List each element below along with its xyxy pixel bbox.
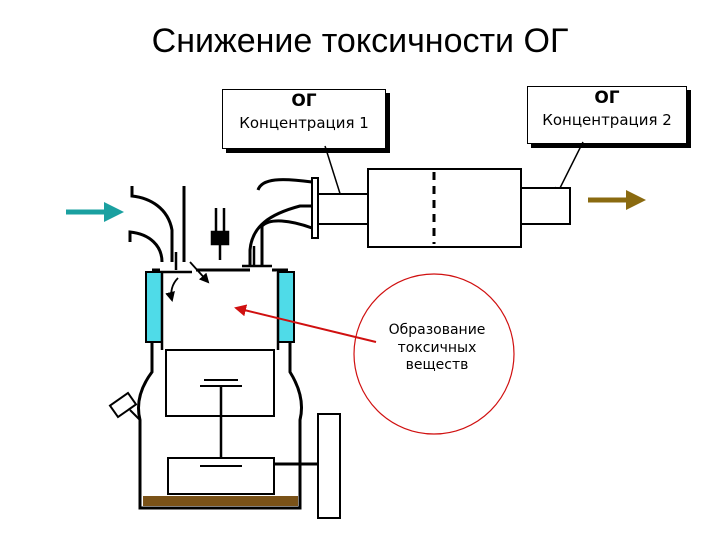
intake-port <box>128 186 186 263</box>
exhaust-arrow <box>588 190 646 210</box>
exhaust-valve <box>242 246 272 268</box>
intake-arrow <box>66 202 124 222</box>
exhaust-port <box>248 178 313 266</box>
flow-arrow-2 <box>189 261 210 284</box>
intake-valve <box>160 252 192 274</box>
oil-sump <box>143 496 298 506</box>
formation-line-2: токсичных <box>397 339 477 356</box>
box1-label: Концентрация 1 <box>239 113 369 132</box>
exhaust-pipe <box>317 193 371 225</box>
box2-label: Концентрация 2 <box>542 110 672 129</box>
flywheel <box>317 413 341 519</box>
diagram-title: Снижение токсичности ОГ <box>151 22 569 60</box>
formation-circle <box>353 273 515 435</box>
label-box-concentration-2: ОГ Концентрация 2 <box>527 86 687 144</box>
formation-line-3: веществ <box>405 357 469 373</box>
formation-label: Образование токсичных веществ <box>352 322 522 375</box>
flow-arrow-1 <box>165 277 179 302</box>
breather-fitting <box>108 391 141 421</box>
cooling-jacket-left <box>145 271 163 343</box>
formation-pointer-arrow <box>234 304 377 343</box>
tailpipe <box>520 187 571 225</box>
label-box-concentration-1: ОГ Концентрация 1 <box>222 89 386 149</box>
formation-line-1: Образование <box>388 322 486 338</box>
cooling-jacket-right <box>277 271 295 343</box>
box2-heading: ОГ <box>594 88 620 108</box>
box1-heading: ОГ <box>291 91 317 111</box>
crank-block <box>167 457 275 495</box>
crankcase <box>137 342 304 510</box>
spark-plug <box>210 208 230 260</box>
converter-body <box>367 168 522 248</box>
